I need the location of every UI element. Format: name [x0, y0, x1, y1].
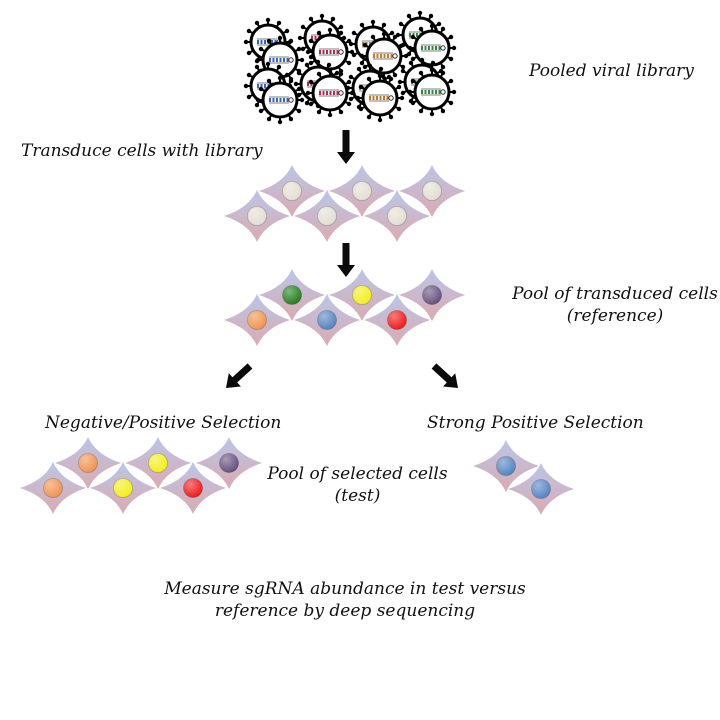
cell-groups — [20, 165, 574, 515]
virus-particle-icon — [355, 73, 405, 123]
library-label: Pooled viral library — [529, 61, 694, 81]
cell-icon — [125, 437, 191, 489]
neg-pos-selected-cell-group — [20, 437, 262, 514]
cell-icon — [473, 440, 539, 492]
reference-pool-title: Pool of transduced cells — [512, 284, 718, 304]
cell-icon — [294, 294, 360, 346]
down-arrow-icon — [337, 130, 355, 164]
viral-library-cluster — [243, 10, 457, 125]
cell-icon — [224, 190, 290, 242]
cell-icon — [364, 190, 430, 242]
virus-particle-icon — [305, 27, 355, 77]
cell-icon — [90, 462, 156, 514]
neg-pos-selection-label: Negative/Positive Selection — [45, 413, 282, 433]
virus-particle-icon — [407, 67, 457, 117]
measure-caption: Measure sgRNA abundance in test versus r… — [120, 578, 570, 622]
cell-icon — [294, 190, 360, 242]
cell-icon — [224, 294, 290, 346]
cell-icon — [399, 269, 465, 321]
selected-pool-title: Pool of selected cells — [267, 464, 448, 484]
virus-particle-icon — [359, 31, 409, 81]
strong-positive-selection-label: Strong Positive Selection — [427, 413, 644, 433]
transduce-label: Transduce cells with library — [21, 141, 263, 161]
reference-pool-label: Pool of transduced cells (reference) — [500, 283, 720, 327]
measure-caption-line1: Measure sgRNA abundance in test versus — [164, 579, 526, 599]
virus-particle-icon — [305, 68, 355, 118]
cell-icon — [55, 437, 121, 489]
flow-arrows — [226, 130, 458, 388]
reference-cell-group — [224, 269, 465, 346]
down-left-arrow-icon — [226, 363, 253, 388]
selected-pool-subtitle: (test) — [334, 486, 381, 506]
cell-icon — [508, 463, 574, 515]
cell-icon — [160, 462, 226, 514]
strong-selected-cell-group — [473, 440, 574, 515]
cell-icon — [399, 165, 465, 217]
untransduced-cell-group — [224, 165, 465, 242]
down-arrow-icon — [337, 243, 355, 277]
cell-icon — [20, 462, 86, 514]
down-right-arrow-icon — [431, 363, 458, 388]
measure-caption-line2: reference by deep sequencing — [214, 601, 476, 621]
cell-icon — [196, 437, 262, 489]
selected-pool-label: Pool of selected cells (test) — [255, 463, 460, 507]
virus-particle-icon — [255, 75, 305, 125]
cell-icon — [329, 269, 395, 321]
cell-icon — [259, 269, 325, 321]
reference-pool-subtitle: (reference) — [566, 306, 664, 326]
cell-icon — [364, 294, 430, 346]
cell-icon — [259, 165, 325, 217]
cell-icon — [329, 165, 395, 217]
